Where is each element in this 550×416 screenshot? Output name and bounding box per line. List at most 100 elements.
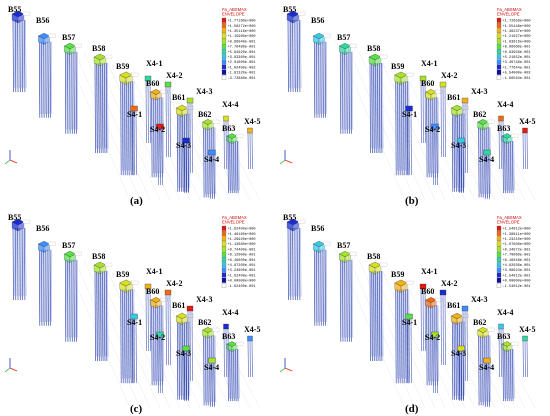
- pile-group: [93, 261, 113, 362]
- tie-element: [405, 313, 413, 384]
- structure-label: B55: [8, 213, 21, 222]
- structure-label: S4-4: [204, 363, 219, 372]
- legend-value: +1.23210e+000: [503, 238, 531, 242]
- pile-shaft: [24, 227, 26, 301]
- pile-shaft: [14, 19, 15, 89]
- tie-element: [208, 357, 216, 408]
- pile-group: [119, 71, 139, 176]
- pile-shaft: [158, 305, 160, 382]
- pile-shaft: [460, 321, 463, 400]
- structure-label: X4-1: [146, 59, 162, 68]
- structure-label: X4-5: [244, 117, 260, 126]
- bracing-line: [382, 63, 446, 201]
- tie-block: [156, 123, 164, 130]
- structure-label: X4-4: [497, 308, 513, 317]
- tie-element: [457, 137, 465, 194]
- pile-shaft: [346, 51, 348, 134]
- pile-shaft: [203, 335, 205, 406]
- pile-shaft: [42, 41, 44, 114]
- pile-cap-side: [374, 56, 382, 67]
- pile-shaft: [160, 97, 162, 174]
- legend-swatch: [221, 283, 227, 288]
- structure-label: X4-4: [222, 100, 238, 109]
- pile-shaft: [403, 81, 405, 176]
- pile-shaft: [43, 249, 45, 326]
- structure-label: B56: [311, 16, 324, 25]
- legend-title: Fa_ABSMAX: [497, 7, 522, 12]
- pile-shaft: [69, 259, 71, 342]
- pile-shaft: [154, 305, 156, 382]
- pile-shaft: [17, 19, 19, 93]
- tie-element: [439, 81, 447, 158]
- pile-shaft: [178, 113, 180, 192]
- pile-shaft: [19, 227, 21, 301]
- structure-label: B63: [222, 124, 235, 133]
- pile-shaft: [176, 113, 179, 192]
- pile-cap-side: [69, 253, 76, 263]
- pile-shaft: [455, 321, 456, 396]
- pile-shaft: [478, 127, 480, 198]
- tie-element: [483, 149, 491, 200]
- tie-block: [483, 357, 491, 364]
- legend-swatch: [221, 23, 227, 28]
- structure-label: B59: [391, 62, 404, 71]
- tie-element: [223, 115, 229, 170]
- pile-shaft: [407, 81, 409, 176]
- structure-label: B56: [311, 224, 324, 233]
- structure-label: X4-3: [196, 295, 212, 304]
- structure-label: B61: [447, 93, 460, 102]
- pile-shaft: [94, 270, 96, 362]
- tie-element: [144, 283, 152, 352]
- axis-triad-icon: [279, 358, 293, 373]
- pile-shaft: [342, 51, 344, 134]
- pile-shaft: [396, 81, 398, 171]
- pile-shaft: [428, 97, 430, 178]
- pile-shaft: [123, 289, 125, 379]
- tie-block: [223, 115, 229, 122]
- pile-group: [63, 42, 82, 134]
- pile-shaft: [294, 227, 296, 301]
- legend-swatch: [496, 75, 502, 80]
- legend-swatch: [496, 283, 502, 288]
- pile-shaft: [18, 227, 20, 297]
- tie-block: [182, 137, 190, 144]
- pile-shaft: [396, 289, 398, 379]
- pile-shaft: [67, 259, 69, 342]
- legend-value: +1.77160e+000: [228, 20, 256, 24]
- pile-shaft: [233, 141, 235, 194]
- pile-shaft: [397, 289, 399, 384]
- pile-shaft: [51, 41, 53, 114]
- pile-group: [150, 89, 168, 178]
- pile-shaft: [398, 81, 400, 171]
- pile-shaft: [405, 289, 407, 384]
- pile-cap-side: [400, 74, 408, 85]
- pile-shaft: [16, 19, 18, 89]
- pile-shaft: [341, 259, 343, 338]
- pile-cap-side: [155, 299, 162, 309]
- legend-value: +1.72658e+000: [503, 20, 531, 24]
- pile-shaft: [180, 113, 181, 188]
- pile-shaft: [378, 270, 380, 357]
- pile-shaft: [489, 335, 491, 402]
- pile-shaft: [435, 305, 437, 382]
- legend-value: +4.87200e-001: [228, 264, 256, 268]
- result-tag: [48, 241, 56, 246]
- legend-value: -3.72880e-001: [228, 77, 256, 81]
- tie-element: [405, 105, 413, 176]
- pile-shaft: [105, 62, 107, 149]
- result-tag: [435, 89, 443, 94]
- structure-label: S4-1: [127, 318, 142, 327]
- tie-element: [498, 115, 504, 170]
- color-legend: Fa_ABSMAXENVELOPE+1.77160e+000+1.58272e+…: [221, 7, 256, 81]
- pile-shaft: [343, 51, 345, 130]
- tie-block: [461, 305, 469, 312]
- pile-shaft: [324, 41, 326, 118]
- pile-shaft: [228, 349, 230, 399]
- structure-label: B55: [283, 5, 296, 14]
- pile-shaft: [462, 113, 464, 188]
- pile-shaft: [230, 349, 232, 399]
- structure-label: X4-3: [471, 87, 487, 96]
- result-tag: [435, 297, 443, 302]
- pile-shaft: [348, 51, 350, 134]
- tie-element: [247, 127, 253, 170]
